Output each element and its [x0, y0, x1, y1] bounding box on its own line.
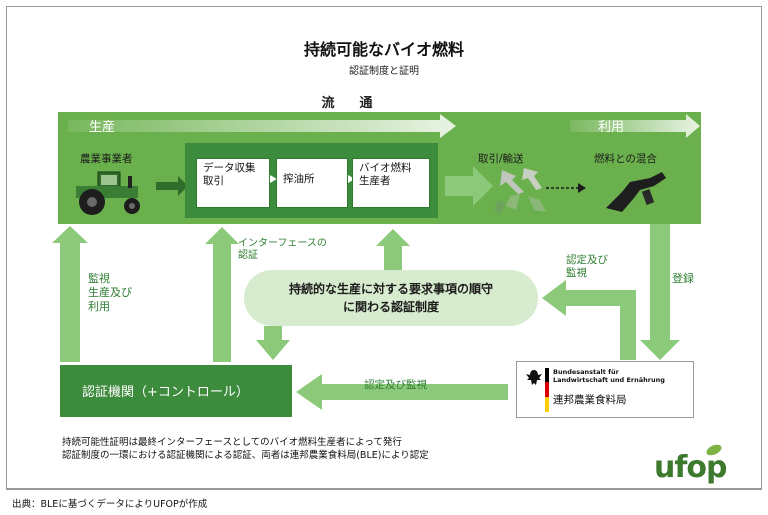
source-note: 出典：BLEに基づくデータによりUFOPが作成	[12, 499, 208, 510]
producer-line2: 生産者	[359, 175, 391, 187]
footnote-2: 認証制度の一環における認証機関による認証、両者は連邦農業食料局(BLE)により認…	[62, 450, 429, 461]
ble-german-name: Bundesanstalt für Landwirtschaft und Ern…	[553, 368, 665, 384]
diagram-subtitle: 認証制度と証明	[349, 66, 419, 77]
monitoring-line1: 監視	[88, 272, 110, 285]
farmer-label: 農業事業者	[80, 153, 133, 165]
ufop-logo-text: ufop	[654, 450, 727, 485]
use-label: 利用	[598, 120, 625, 135]
oval-to-producer-arrow	[376, 229, 410, 270]
producer-box: バイオ燃料 生産者	[352, 158, 430, 208]
cert-monitor-right-label: 認定及び 監視	[566, 254, 608, 280]
ble-german-line1: Bundesanstalt für	[553, 368, 619, 376]
diagram-title: 持続可能なバイオ燃料	[303, 40, 464, 59]
ble-japanese-name: 連邦農業食料局	[553, 394, 627, 406]
eagle-icon	[526, 370, 542, 385]
footnotes: 持続可能性証明は最終インターフェースとしてのバイオ燃料生産者によって発行 認証制…	[62, 436, 429, 462]
production-arrow	[68, 114, 456, 138]
trade-distribution-icon	[494, 168, 546, 214]
use-arrow	[570, 114, 700, 138]
ble-to-certbody-arrow	[296, 374, 508, 410]
collection-to-oilmill-arrow	[270, 175, 277, 183]
interface-up-arrow	[205, 227, 239, 362]
ble-german-line2: Landwirtschaft und Ernährung	[553, 376, 665, 384]
farmer-to-processing-arrow	[156, 176, 188, 196]
flag-stripe	[545, 368, 549, 412]
collection-line2: 取引	[203, 175, 224, 187]
monitoring-line3: 利用	[88, 300, 110, 313]
fuel-mixing-label: 燃料との混合	[594, 153, 657, 165]
flow-label: 流 通	[321, 96, 379, 111]
ufop-logo-graphic	[706, 444, 722, 456]
source-divider	[6, 488, 762, 489]
certification-body-box: 認証機関（+コントロール）	[60, 365, 292, 417]
registration-down-arrow	[640, 224, 680, 360]
oval-line2: に関わる認証制度	[342, 300, 439, 314]
band-arrows	[68, 114, 700, 206]
oil-mill-label: 搾油所	[283, 173, 315, 185]
diagram-frame	[6, 6, 762, 490]
oilmill-to-producer-arrow	[348, 175, 355, 183]
ble-box: Bundesanstalt für Landwirtschaft und Ern…	[516, 361, 694, 418]
ufop-logo: ufop	[646, 442, 750, 492]
cert-monitor-bottom-label: 認定及び監視	[364, 379, 427, 391]
tractor-icon	[76, 171, 140, 215]
ble-to-oval-arrow	[542, 280, 636, 360]
trade-transport-label: 取引/輸送	[478, 153, 524, 165]
monitoring-label: 監視 生産及び 利用	[88, 272, 132, 314]
registration-label: 登録	[672, 272, 694, 285]
footnote-1: 持続可能性証明は最終インターフェースとしてのバイオ燃料生産者によって発行	[62, 437, 402, 448]
interface-cert-line1: インターフェースの	[238, 238, 327, 249]
monitoring-line2: 生産及び	[88, 286, 132, 299]
oval-to-certbody-arrow	[256, 326, 290, 360]
cert-monitor-right-line2: 監視	[566, 267, 587, 279]
collection-box: データ収集 取引	[196, 158, 270, 208]
certification-scheme-oval: 持続的な生産に対する要求事項の順守 に関わる認証制度	[244, 270, 538, 326]
processing-to-trade-arrow	[445, 166, 493, 206]
monitoring-up-arrow	[52, 226, 88, 362]
oil-mill-box: 搾油所	[276, 158, 348, 208]
oval-line1: 持続的な生産に対する要求事項の順守	[288, 282, 493, 296]
collection-line1: データ収集	[203, 162, 256, 174]
interface-cert-label: インターフェースの 認証	[238, 238, 327, 262]
producer-line1: バイオ燃料	[359, 162, 412, 174]
cert-monitor-right-line1: 認定及び	[566, 254, 608, 266]
interface-cert-line2: 認証	[238, 250, 258, 261]
fuel-nozzle-icon	[606, 172, 666, 212]
production-label: 生産	[89, 120, 116, 135]
